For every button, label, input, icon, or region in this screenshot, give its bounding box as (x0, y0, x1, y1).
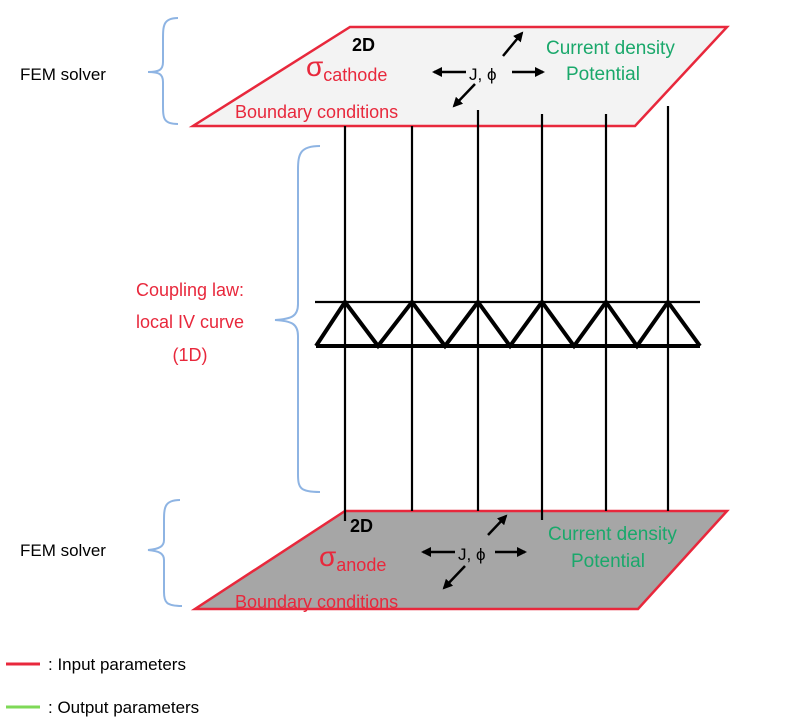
bottom-j-phi-label: J, ϕ (458, 545, 485, 564)
bottom-potential-label: Potential (571, 551, 645, 572)
bottom-solver-label: FEM solver (20, 541, 106, 560)
anode-plane (190, 509, 730, 611)
bottom-arrows (421, 514, 527, 590)
bracket-middle (274, 145, 321, 493)
bottom-dim-label: 2D (350, 516, 373, 536)
bottom-sigma-label: σanode (319, 541, 386, 575)
coupling-line-1: Coupling law: (136, 280, 244, 300)
arrow-down-left-icon (442, 565, 466, 590)
sigma-symbol: σ (319, 541, 336, 572)
arrow-down-left-icon (452, 83, 476, 108)
legend-output-label: : Output parameters (48, 698, 199, 717)
bottom-boundary-label: Boundary conditions (235, 592, 398, 612)
arrow-up-right-icon (487, 514, 508, 536)
top-boundary-label: Boundary conditions (235, 102, 398, 122)
top-potential-label: Potential (566, 64, 640, 85)
legend-input-label: : Input parameters (48, 655, 186, 674)
cathode-plane (188, 25, 730, 128)
sigma-symbol: σ (306, 51, 323, 82)
sigma-subscript-anode: anode (336, 555, 386, 575)
bracket-bottom (147, 499, 183, 607)
top-solver-label: FEM solver (20, 65, 106, 84)
top-dim-label: 2D (352, 35, 375, 55)
coupling-line-2: local IV curve (136, 312, 244, 332)
top-j-phi-label: J, ϕ (469, 65, 496, 84)
vertical-connectors (343, 106, 670, 521)
top-current-density-label: Current density (546, 38, 675, 59)
diode-triangles (314, 298, 702, 350)
bottom-current-density-label: Current density (548, 524, 677, 545)
top-arrows (432, 31, 545, 108)
brackets (147, 17, 321, 607)
coupling-line-3: (1D) (173, 345, 208, 365)
diode-row (314, 298, 702, 350)
top-sigma-label: σcathode (306, 51, 387, 85)
bracket-top (147, 17, 179, 125)
arrow-up-right-icon (502, 31, 524, 57)
sigma-subscript-cathode: cathode (323, 65, 387, 85)
